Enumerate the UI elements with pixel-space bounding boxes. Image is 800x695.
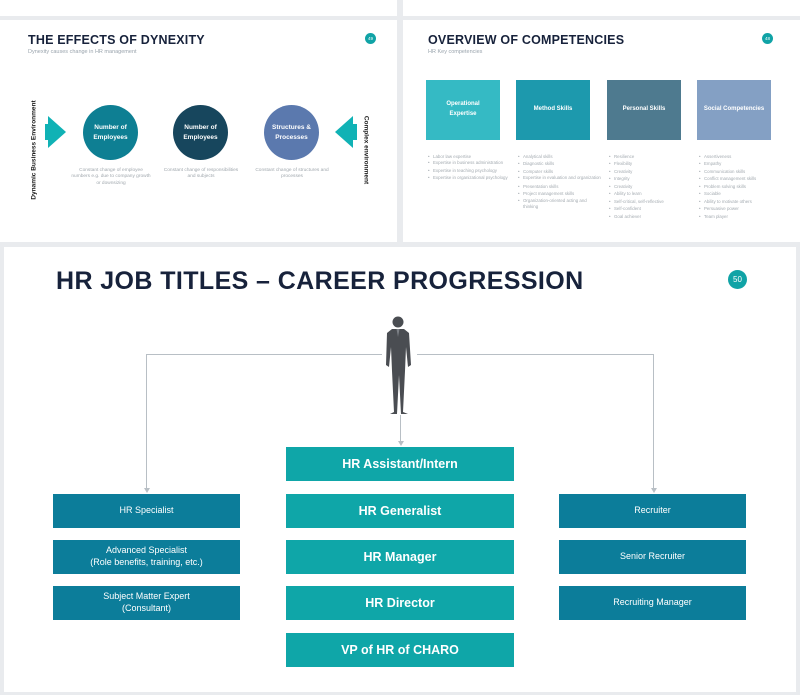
list-item: Persuasive power: [699, 205, 783, 213]
slide-title: OVERVIEW OF COMPETENCIES: [428, 33, 625, 47]
list-item: Self-confident: [609, 205, 693, 213]
slide-hr-career-progression[interactable]: HR JOB TITLES – CAREER PROGRESSION 50 HR…: [4, 247, 796, 692]
list-item: Self-critical, self-reflective: [609, 198, 693, 206]
job-hr-manager: HR Manager: [286, 540, 514, 574]
list-item: Expertise in business administration: [428, 160, 512, 167]
connector-line: [653, 354, 654, 488]
connector-line: [146, 354, 147, 488]
job-recruiting-manager: Recruiting Manager: [559, 586, 746, 620]
competency-list-method: Analytical skills Diagnostic skills Comp…: [518, 153, 602, 212]
list-item: Labor law expertise: [428, 153, 512, 161]
job-hr-generalist: HR Generalist: [286, 494, 514, 528]
arrow-right-icon: [48, 116, 66, 148]
list-item: Conflict management skills: [699, 175, 783, 183]
competency-list-operational: Labor law expertise Expertise in busines…: [428, 153, 512, 183]
competency-list-personal: Resilience Flexibility Creativity Integr…: [609, 153, 693, 221]
list-item: Flexibility: [609, 160, 693, 168]
page-number-badge: 48: [762, 33, 773, 44]
arrow-down-icon: [651, 488, 657, 493]
job-label: Advanced Specialist (Role benefits, trai…: [90, 545, 203, 567]
arrow-down-icon: [398, 441, 404, 446]
previous-slide-thumbnail-left[interactable]: [0, 0, 397, 16]
job-vp-of-hr: VP of HR of CHARO: [286, 633, 514, 667]
slide-title: THE EFFECTS OF DYNEXITY: [28, 33, 205, 47]
competency-social-competencies: Social Competencies: [697, 80, 771, 140]
list-item: Organization-oriented acting and thinkin…: [518, 198, 602, 211]
page-number-badge: 49: [365, 33, 376, 44]
job-subject-matter-expert: Subject Matter Expert (Consultant): [53, 586, 240, 620]
person-icon: [386, 316, 411, 414]
connector-line: [417, 354, 654, 355]
list-item: Ability to learn: [609, 190, 693, 198]
list-item: Creativity: [609, 183, 693, 191]
job-senior-recruiter: Senior Recruiter: [559, 540, 746, 574]
job-hr-assistant-intern: HR Assistant/Intern: [286, 447, 514, 481]
list-item: Team player: [699, 213, 783, 221]
slide-overview-of-competencies[interactable]: OVERVIEW OF COMPETENCIES HR Key competen…: [403, 20, 800, 242]
connector-line: [146, 354, 382, 355]
slide-subtitle: Dynexity causes change in HR management: [28, 49, 137, 55]
list-item: Project management skills: [518, 190, 602, 198]
list-item: Expertise in organizational psychology: [428, 175, 512, 182]
list-item: Ability to motivate others: [699, 198, 783, 206]
competency-personal-skills: Personal Skills: [607, 80, 681, 140]
list-item: Assertiveness: [699, 153, 783, 161]
circle-caption: Constant change of responsibilities and …: [163, 168, 239, 180]
list-item: Goal achiever: [609, 213, 693, 221]
list-item: Expertise in teaching psychology: [428, 168, 512, 175]
job-hr-specialist: HR Specialist: [53, 494, 240, 528]
arrow-down-icon: [144, 488, 150, 493]
competency-method-skills: Method Skills: [516, 80, 590, 140]
page-number-badge: 50: [728, 270, 747, 289]
list-item: Communication skills: [699, 168, 783, 176]
list-item: Problem solving skills: [699, 183, 783, 191]
circle-caption: Constant change of employee numbers e.g.…: [71, 168, 151, 186]
list-item: Sociable: [699, 190, 783, 198]
job-label: HR Specialist: [119, 505, 174, 516]
job-advanced-specialist: Advanced Specialist (Role benefits, trai…: [53, 540, 240, 574]
connector-line: [400, 415, 401, 442]
circle-structures-processes: Structures & Processes: [264, 105, 319, 160]
list-item: Expertise in evaluation and organization: [518, 175, 602, 182]
arrow-left-icon-stem: [349, 124, 357, 140]
list-item: Computer skills: [518, 168, 602, 176]
list-item: Creativity: [609, 168, 693, 176]
list-item: Analytical skills: [518, 153, 602, 161]
circle-caption: Constant change of structures and proces…: [255, 168, 329, 180]
circle-number-of-employees-2: Number of Employees: [173, 105, 228, 160]
slide-effects-of-dynexity[interactable]: THE EFFECTS OF DYNEXITY Dynexity causes …: [0, 20, 397, 242]
list-item: Integrity: [609, 175, 693, 183]
list-item: Empathy: [699, 160, 783, 168]
competency-list-social: Assertiveness Empathy Communication skil…: [699, 153, 783, 221]
arrow-left-icon: [335, 116, 353, 148]
circle-number-of-employees: Number of Employees: [83, 105, 138, 160]
slide-subtitle: HR Key competencies: [428, 49, 483, 55]
previous-slide-thumbnail-right[interactable]: [403, 0, 800, 16]
list-item: Resilience: [609, 153, 693, 161]
dynamic-business-environment-label: Dynamic Business Environment: [30, 100, 38, 200]
job-recruiter: Recruiter: [559, 494, 746, 528]
competency-operational-expertise: Operational Expertise: [426, 80, 500, 140]
job-hr-director: HR Director: [286, 586, 514, 620]
job-label: Subject Matter Expert (Consultant): [103, 591, 190, 613]
complex-environment-label: Complex environment: [362, 115, 370, 185]
slide-title: HR JOB TITLES – CAREER PROGRESSION: [56, 267, 584, 295]
list-item: Presentation skills: [518, 183, 602, 191]
list-item: Diagnostic skills: [518, 160, 602, 168]
